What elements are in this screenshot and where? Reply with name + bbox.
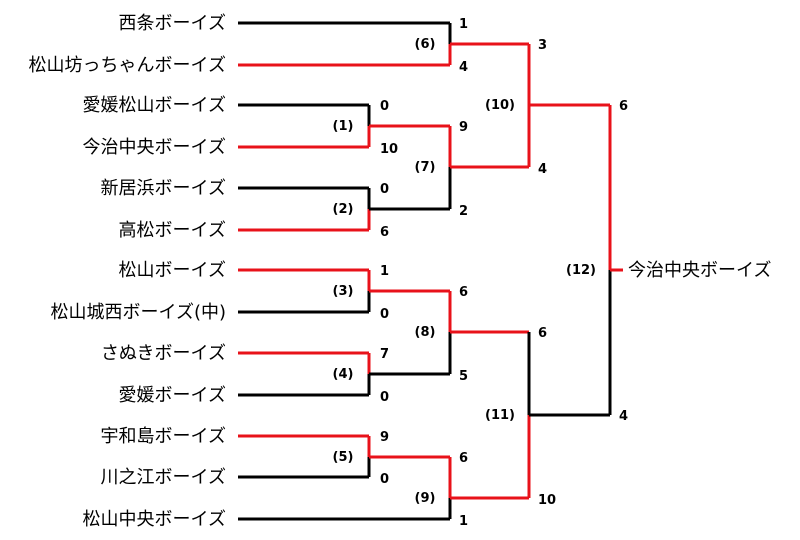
score: 5 (459, 369, 468, 384)
team-name: 西条ボーイズ (119, 13, 226, 34)
score: 1 (459, 17, 468, 32)
game-label: (3) (333, 284, 354, 299)
score: 0 (380, 307, 389, 322)
team-name: 愛媛松山ボーイズ (83, 95, 226, 116)
game-label: (2) (333, 202, 354, 217)
team-name: 愛媛ボーイズ (119, 385, 226, 406)
score: 1 (380, 264, 389, 279)
score: 10 (538, 493, 556, 508)
score: 9 (380, 430, 389, 445)
game-label: (9) (415, 491, 436, 506)
game-label: (7) (415, 160, 436, 175)
game-label: (4) (333, 367, 354, 382)
score: 0 (380, 390, 389, 405)
game-label: (1) (333, 119, 354, 134)
team-name: 今治中央ボーイズ (83, 137, 226, 158)
score: 6 (380, 225, 389, 240)
score: 6 (459, 451, 468, 466)
team-name: 松山ボーイズ (119, 260, 226, 281)
score: 6 (619, 99, 628, 114)
score: 10 (380, 142, 398, 157)
score: 1 (459, 514, 468, 529)
team-name: 高松ボーイズ (119, 220, 226, 241)
team-name: 松山中央ボーイズ (83, 509, 226, 530)
score: 0 (380, 99, 389, 114)
score: 7 (380, 347, 389, 362)
score: 0 (380, 472, 389, 487)
game-label: (8) (415, 325, 436, 340)
game-label: (6) (415, 37, 436, 52)
team-name: 川之江ボーイズ (101, 467, 226, 488)
champion-name: 今治中央ボーイズ (628, 260, 771, 281)
score: 2 (459, 204, 468, 219)
team-name: さぬきボーイズ (101, 343, 226, 364)
game-label: (10) (485, 98, 515, 113)
score: 4 (459, 60, 468, 75)
score: 4 (538, 162, 547, 177)
team-name: 宇和島ボーイズ (101, 426, 226, 447)
bracket-lines (238, 21, 623, 521)
game-label: (11) (485, 408, 515, 423)
score: 4 (619, 409, 628, 424)
score: 9 (459, 120, 468, 135)
team-name: 松山坊っちゃんボーイズ (29, 55, 226, 76)
scores: 0 10 0 6 1 0 7 0 9 0 1 4 9 2 6 5 6 1 3 4… (380, 17, 628, 529)
score: 0 (380, 182, 389, 197)
game-labels: (1) (2) (3) (4) (5) (6) (7) (8) (9) (10)… (333, 37, 596, 506)
game-label: (12) (566, 263, 596, 278)
score: 3 (538, 38, 547, 53)
team-name: 松山城西ボーイズ(中) (50, 302, 226, 323)
team-list: 西条ボーイズ 松山坊っちゃんボーイズ 愛媛松山ボーイズ 今治中央ボーイズ 新居浜… (29, 13, 772, 530)
score: 6 (538, 326, 547, 341)
score: 6 (459, 285, 468, 300)
team-name: 新居浜ボーイズ (101, 178, 226, 199)
game-label: (5) (333, 450, 354, 465)
